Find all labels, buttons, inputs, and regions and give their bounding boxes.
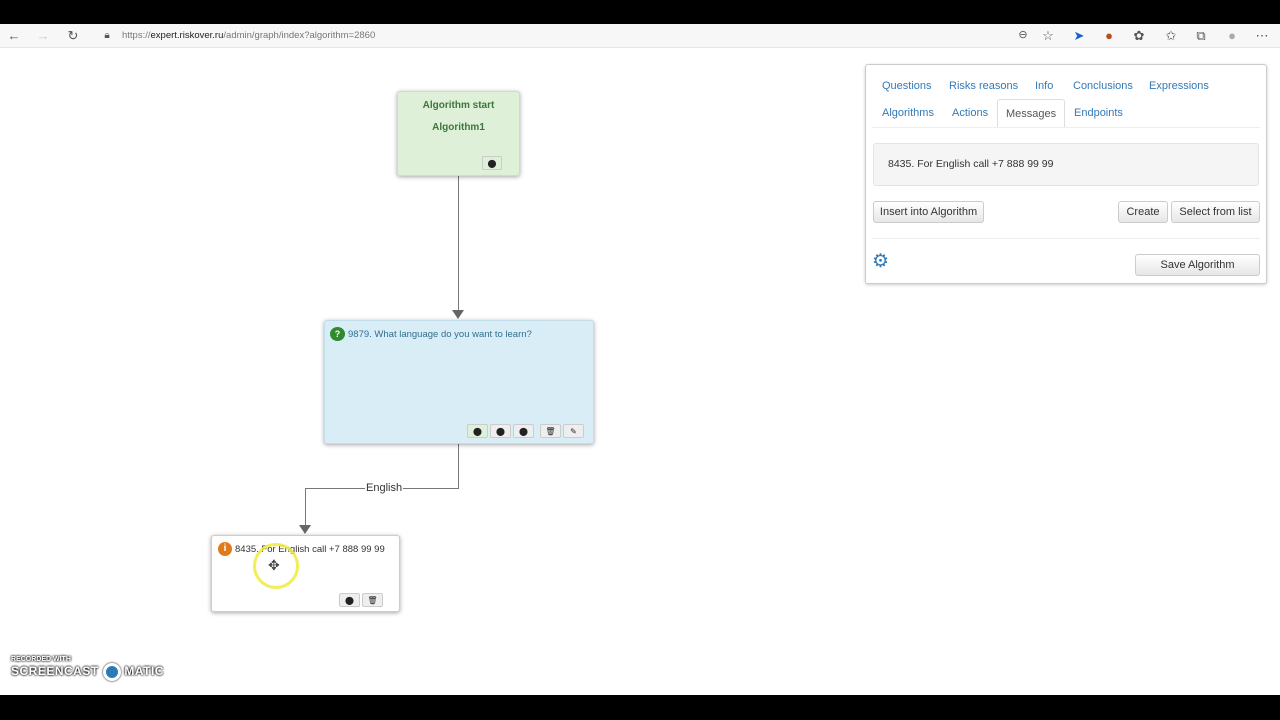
refresh-icon[interactable]: ↻ xyxy=(67,28,79,43)
profile-icon[interactable]: ● xyxy=(1228,28,1236,43)
url-path: /admin/graph/index?algorithm=2860 xyxy=(223,30,376,41)
edit-icon[interactable]: ✎ xyxy=(563,424,584,438)
output-port-icon[interactable]: ⬤ xyxy=(467,424,488,438)
start-node-name: Algorithm1 xyxy=(432,122,485,133)
edge-question-message xyxy=(458,444,459,489)
edge-label: English xyxy=(365,482,404,494)
selected-message[interactable]: 8435. For English call +7 888 99 99 xyxy=(873,143,1259,186)
extension-icon[interactable]: ➤ xyxy=(1073,28,1085,43)
output-port-icon[interactable]: ⬤ xyxy=(490,424,511,438)
zoom-icon[interactable]: ⊖ xyxy=(1018,29,1028,41)
select-from-list-button[interactable]: Select from list xyxy=(1171,201,1260,223)
screencast-watermark: RECORDED WITH SCREENCAST MATIC xyxy=(11,656,164,681)
question-text: 9879. What language do you want to learn… xyxy=(348,329,532,340)
create-button[interactable]: Create xyxy=(1118,201,1168,223)
save-algorithm-button[interactable]: Save Algorithm xyxy=(1135,254,1260,276)
lock-icon: 🔒︎ xyxy=(104,30,110,41)
output-port-icon[interactable]: ⬤ xyxy=(339,593,360,607)
start-node[interactable]: Algorithm start Algorithm1 ⬤ xyxy=(397,91,520,176)
start-node-title: Algorithm start xyxy=(422,100,495,111)
tab-messages[interactable]: Messages xyxy=(997,99,1066,128)
move-cursor-icon: ✥ xyxy=(268,557,280,573)
top-black-bar xyxy=(0,0,1280,24)
collections-icon[interactable]: ⧉ xyxy=(1196,28,1206,43)
tab-divider xyxy=(872,127,1260,128)
favorites-icon[interactable]: ✩ xyxy=(1165,28,1177,43)
info-icon: i xyxy=(218,542,232,556)
bottom-black-bar xyxy=(0,695,1280,720)
cursor-highlight xyxy=(253,543,299,589)
question-node[interactable]: ? 9879. What language do you want to lea… xyxy=(324,320,594,444)
tab-expressions[interactable]: Expressions xyxy=(1149,80,1209,92)
tab-endpoints[interactable]: Endpoints xyxy=(1074,107,1123,119)
more-icon[interactable]: ⋯ xyxy=(1255,28,1269,43)
tab-risks-reasons[interactable]: Risks reasons xyxy=(949,80,1019,92)
insert-into-algorithm-button[interactable]: Insert into Algorithm xyxy=(873,201,984,223)
browser-toolbar: ← → ↻ 🔒︎ https://expert.riskover.ru/admi… xyxy=(0,24,1280,48)
trash-icon[interactable]: 🗑︎ xyxy=(362,593,383,607)
address-bar[interactable]: https://expert.riskover.ru/admin/graph/i… xyxy=(122,30,375,41)
url-prefix: https:// xyxy=(122,30,151,41)
gear-icon[interactable]: ⚙ xyxy=(872,251,890,272)
tab-info[interactable]: Info xyxy=(1035,80,1054,92)
arrow-icon xyxy=(452,310,464,319)
extension2-icon[interactable]: ● xyxy=(1105,28,1113,43)
tab-algorithms[interactable]: Algorithms xyxy=(882,107,934,119)
tab-actions[interactable]: Actions xyxy=(952,107,989,119)
side-panel: Questions Risks reasons Info Conclusions… xyxy=(865,64,1267,284)
output-port-icon[interactable]: ⬤ xyxy=(482,156,502,170)
trash-icon[interactable]: 🗑︎ xyxy=(540,424,561,438)
edge-start-question xyxy=(458,176,459,311)
favorite-icon[interactable]: ☆ xyxy=(1042,28,1054,43)
question-icon: ? xyxy=(330,327,345,341)
message-node[interactable]: i 8435. For English call +7 888 99 99 ⬤ … xyxy=(211,535,400,612)
tab-conclusions[interactable]: Conclusions xyxy=(1073,80,1133,92)
tab-questions[interactable]: Questions xyxy=(882,80,932,92)
output-port-icon[interactable]: ⬤ xyxy=(513,424,534,438)
divider xyxy=(872,238,1260,239)
edge-down xyxy=(305,488,306,526)
extensions-icon[interactable]: ✿ xyxy=(1133,28,1145,43)
message-text: 8435. For English call +7 888 99 99 xyxy=(235,544,385,555)
url-host: expert.riskover.ru xyxy=(150,30,224,41)
forward-icon[interactable]: → xyxy=(36,28,50,43)
back-icon[interactable]: ← xyxy=(7,28,21,43)
arrow-icon xyxy=(299,525,311,534)
